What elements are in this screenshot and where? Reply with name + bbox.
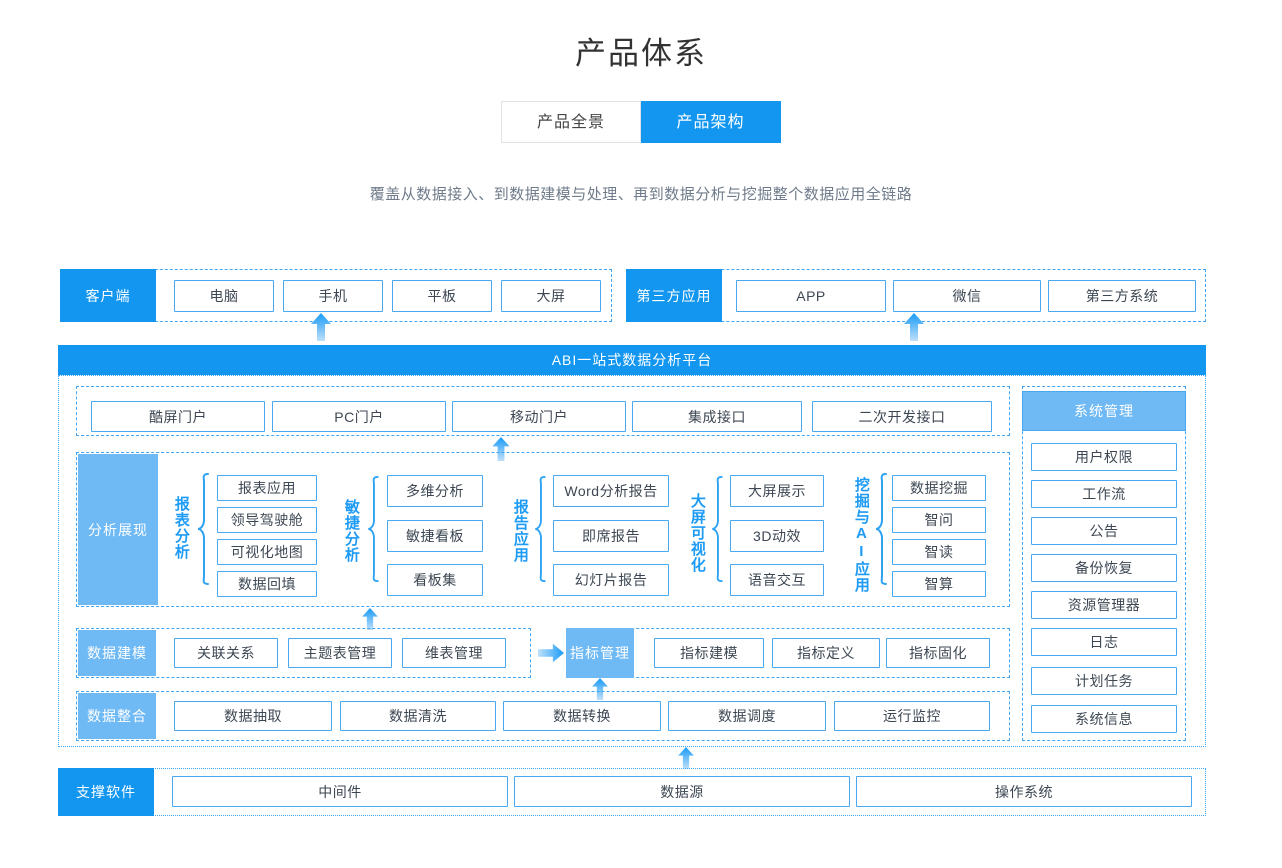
platform-bar: ABI一站式数据分析平台 — [58, 345, 1206, 375]
analysis-item-slide-report[interactable]: 幻灯片报告 — [553, 564, 669, 596]
analysis-group-label-report-application: 报告应用 — [511, 499, 529, 563]
analysis-item-adhoc-report[interactable]: 即席报告 — [553, 520, 669, 552]
integration-row-container — [76, 691, 1010, 741]
metric-mgmt-label: 指标管理 — [566, 628, 634, 678]
arrow-right-to-metric-mgmt — [538, 643, 564, 663]
analysis-item-bigscreen-display[interactable]: 大屏展示 — [730, 475, 824, 507]
client-item-bigscreen[interactable]: 大屏 — [501, 280, 601, 312]
support-item-datasource[interactable]: 数据源 — [514, 776, 850, 807]
analysis-item-data-mining[interactable]: 数据挖掘 — [892, 475, 986, 501]
support-item-operating-system[interactable]: 操作系统 — [856, 776, 1192, 807]
modeling-item-subject-table-mgmt[interactable]: 主题表管理 — [288, 638, 392, 668]
integration-item-transformation[interactable]: 数据转换 — [503, 701, 661, 731]
page-title: 产品体系 — [575, 36, 707, 71]
arrow-up-to-third-party — [904, 313, 924, 341]
system-mgmt-item-scheduled-task[interactable]: 计划任务 — [1031, 667, 1177, 695]
client-item-pc[interactable]: 电脑 — [174, 280, 274, 312]
architecture-diagram: 客户端 电脑 手机 平板 大屏 第三方应用 APP 微信 第三方系统 ABI一站… — [0, 28, 1282, 868]
analysis-item-smart-compute[interactable]: 智算 — [892, 571, 986, 597]
brace-report-application — [535, 475, 546, 583]
analysis-section-label: 分析展现 — [78, 454, 158, 605]
integration-item-cleaning[interactable]: 数据清洗 — [340, 701, 496, 731]
arrow-up-to-client — [311, 313, 331, 341]
support-item-middleware[interactable]: 中间件 — [172, 776, 508, 807]
portal-item-pc[interactable]: PC门户 — [272, 401, 446, 432]
system-mgmt-item-backup-restore[interactable]: 备份恢复 — [1031, 554, 1177, 582]
metric-item-solidification[interactable]: 指标固化 — [886, 638, 990, 668]
arrow-up-to-platform-body — [678, 747, 694, 769]
analysis-group-label-report-analysis: 报表分析 — [172, 496, 190, 560]
client-row-label: 客户端 — [60, 269, 156, 322]
system-mgmt-item-log[interactable]: 日志 — [1031, 628, 1177, 656]
analysis-group-label-bigscreen-visualization: 大屏可视化 — [688, 493, 706, 573]
client-item-phone[interactable]: 手机 — [283, 280, 383, 312]
page-header: 产品体系 产品全景 产品架构 覆盖从数据接入、到数据建模与处理、再到数据分析与挖… — [0, 28, 1282, 204]
modeling-item-dimension-table-mgmt[interactable]: 维表管理 — [402, 638, 506, 668]
arrow-up-to-portal — [492, 437, 510, 461]
integration-item-extraction[interactable]: 数据抽取 — [174, 701, 332, 731]
portal-item-integration-api[interactable]: 集成接口 — [632, 401, 802, 432]
analysis-item-multidim-analysis[interactable]: 多维分析 — [387, 475, 483, 507]
analysis-item-agile-dashboard[interactable]: 敏捷看板 — [387, 520, 483, 552]
brace-report-analysis — [197, 473, 209, 585]
page-subtitle: 覆盖从数据接入、到数据建模与处理、再到数据分析与挖掘整个数据应用全链路 — [369, 186, 913, 203]
system-mgmt-item-resource-manager[interactable]: 资源管理器 — [1031, 591, 1177, 619]
system-mgmt-item-announcement[interactable]: 公告 — [1031, 517, 1177, 545]
portal-item-mobile[interactable]: 移动门户 — [452, 401, 626, 432]
third-party-item-wechat[interactable]: 微信 — [893, 280, 1041, 312]
system-mgmt-title: 系统管理 — [1022, 391, 1186, 431]
system-mgmt-item-user-permission[interactable]: 用户权限 — [1031, 443, 1177, 471]
analysis-section-container — [76, 452, 1010, 607]
integration-item-runtime-monitor[interactable]: 运行监控 — [834, 701, 990, 731]
arrow-up-to-metric-mgmt — [592, 678, 608, 700]
analysis-group-label-agile-analysis: 敏捷分析 — [342, 499, 360, 563]
arrow-up-to-analysis — [362, 608, 378, 630]
analysis-item-leader-cockpit[interactable]: 领导驾驶舱 — [217, 507, 317, 533]
system-mgmt-container — [1022, 386, 1186, 741]
modeling-row-label: 数据建模 — [78, 630, 156, 676]
metric-item-modeling[interactable]: 指标建模 — [654, 638, 764, 668]
portal-row-container — [76, 386, 1010, 436]
analysis-item-report-application[interactable]: 报表应用 — [217, 475, 317, 501]
analysis-item-dashboard-set[interactable]: 看板集 — [387, 564, 483, 596]
platform-body-container — [58, 375, 1206, 747]
third-party-row-label: 第三方应用 — [626, 269, 722, 322]
tab-product-architecture[interactable]: 产品架构 — [641, 101, 781, 143]
analysis-item-smart-ask[interactable]: 智问 — [892, 507, 986, 533]
integration-item-scheduling[interactable]: 数据调度 — [668, 701, 826, 731]
brace-agile-analysis — [368, 475, 379, 583]
client-item-tablet[interactable]: 平板 — [392, 280, 492, 312]
analysis-group-label-mining-ai-application: 挖掘与AI应用 — [852, 477, 870, 593]
tab-bar: 产品全景 产品架构 — [0, 101, 1282, 143]
analysis-item-smart-read[interactable]: 智读 — [892, 539, 986, 565]
brace-bigscreen-visualization — [712, 475, 723, 583]
portal-item-secondary-dev-api[interactable]: 二次开发接口 — [812, 401, 992, 432]
analysis-item-data-backfill[interactable]: 数据回填 — [217, 571, 317, 597]
system-mgmt-item-system-info[interactable]: 系统信息 — [1031, 705, 1177, 733]
third-party-item-external-system[interactable]: 第三方系统 — [1048, 280, 1196, 312]
support-row-label: 支撑软件 — [58, 768, 154, 816]
integration-row-label: 数据整合 — [78, 693, 156, 739]
analysis-item-3d-effects[interactable]: 3D动效 — [730, 520, 824, 552]
brace-mining-ai-application — [875, 473, 887, 585]
analysis-item-visual-map[interactable]: 可视化地图 — [217, 539, 317, 565]
analysis-item-word-report[interactable]: Word分析报告 — [553, 475, 669, 507]
third-party-item-app[interactable]: APP — [736, 280, 886, 312]
modeling-item-relationship[interactable]: 关联关系 — [174, 638, 278, 668]
portal-item-cool-screen[interactable]: 酷屏门户 — [91, 401, 265, 432]
modeling-left-container — [76, 628, 531, 678]
metric-item-definition[interactable]: 指标定义 — [772, 638, 880, 668]
tab-product-overview[interactable]: 产品全景 — [501, 101, 641, 143]
analysis-item-voice-interaction[interactable]: 语音交互 — [730, 564, 824, 596]
system-mgmt-item-workflow[interactable]: 工作流 — [1031, 480, 1177, 508]
